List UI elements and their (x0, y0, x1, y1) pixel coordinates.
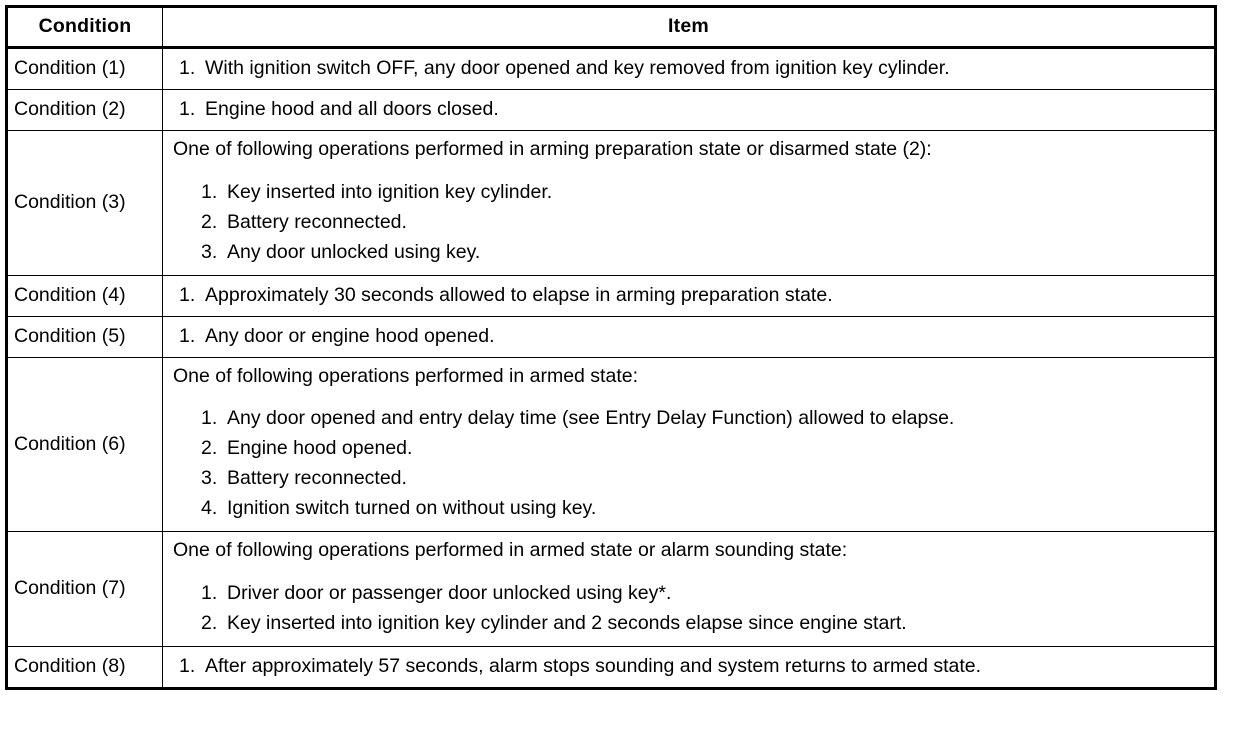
list-item: 4. Ignition switch turned on without usin… (171, 493, 1214, 523)
item-text: Any door or engine hood opened. (205, 324, 495, 347)
item-step-list: 1. Key inserted into ignition key cylinde… (171, 160, 1214, 275)
item-text: Engine hood opened. (227, 437, 413, 459)
item-intro: One of following operations performed in… (173, 364, 639, 387)
table-row: Condition (1) 1. With ignition switch OFF… (6, 47, 1216, 90)
table-row: Condition (4) 1. Approximately 30 seconds… (6, 274, 1216, 317)
item-line: 1. With ignition switch OFF, any door ope… (171, 59, 1214, 79)
item-step-list: 1. Any door opened and entry delay time (… (171, 386, 1214, 531)
item-number: 1. (179, 324, 196, 347)
list-item: 2. Battery reconnected. (171, 207, 1214, 237)
column-header-condition: Condition (6, 6, 163, 49)
item-content: 1. With ignition switch OFF, any door ope… (162, 47, 1216, 90)
condition-label: Condition (3) (6, 130, 163, 276)
condition-label: Condition (1) (6, 47, 163, 90)
item-line: 1. After approximately 57 seconds, alarm … (171, 654, 1214, 677)
table-header: Condition Item (6, 6, 1216, 49)
item-number: 3. (201, 467, 218, 489)
table-row: Condition (8) 1. After approximately 57 s… (6, 645, 1216, 689)
list-item: 3. Any door unlocked using key. (171, 237, 1214, 267)
list-item: 1. Key inserted into ignition key cylinde… (171, 177, 1214, 207)
condition-label: Condition (5) (6, 315, 163, 358)
table-row: Condition (3) One of following operation… (6, 130, 1216, 276)
item-line: 1. Approximately 30 seconds allowed to el… (171, 283, 1214, 306)
item-content: 1. After approximately 57 seconds, alarm … (162, 645, 1216, 689)
item-content: 1. Engine hood and all doors closed. (162, 89, 1216, 131)
item-number: 1. (179, 98, 196, 121)
list-item: 2. Key inserted into ignition key cylinde… (171, 608, 1214, 638)
condition-label: Condition (8) (6, 645, 163, 689)
item-number: 1. (179, 283, 196, 306)
item-content: One of following operations performed in… (162, 130, 1216, 276)
item-intro: One of following operations performed in… (173, 138, 932, 160)
table-row: Condition (2) 1. Engine hood and all door… (6, 89, 1216, 131)
condition-label: Condition (4) (6, 274, 163, 317)
item-content: 1. Any door or engine hood opened. (162, 315, 1216, 358)
item-text: Engine hood and all doors closed. (205, 98, 499, 121)
item-text: Battery reconnected. (227, 210, 407, 233)
item-step-list: 1. Driver door or passenger door unlocked… (171, 561, 1214, 646)
list-item: 2. Engine hood opened. (171, 433, 1214, 463)
item-content: One of following operations performed in… (162, 356, 1216, 532)
table-row: Condition (5) 1. Any door or engine hood … (6, 315, 1216, 358)
table-body: Condition (1) 1. With ignition switch OFF… (6, 47, 1216, 689)
conditions-table: Condition Item Condition (1) 1. With igni… (5, 5, 1217, 690)
item-text: Any door opened and entry delay time (se… (227, 407, 955, 429)
item-text: With ignition switch OFF, any door opene… (205, 57, 950, 80)
item-number: 1. (179, 654, 196, 677)
item-line: 1. Engine hood and all doors closed. (171, 100, 1214, 120)
item-text: Key inserted into ignition key cylinder … (227, 611, 907, 634)
item-number: 1. (201, 581, 218, 604)
column-header-item: Item (162, 6, 1216, 49)
item-number: 2. (201, 611, 218, 634)
item-number: 2. (201, 210, 218, 233)
list-item: 1. Any door opened and entry delay time (… (171, 403, 1214, 433)
item-text: Ignition switch turned on without using … (227, 497, 597, 519)
condition-label: Condition (7) (6, 531, 163, 647)
list-item: 1. Driver door or passenger door unlocked… (171, 578, 1214, 608)
header-row: Condition Item (6, 6, 1216, 49)
table-row: Condition (7) One of following operation… (6, 531, 1216, 647)
list-item: 3. Battery reconnected. (171, 463, 1214, 493)
item-number: 1. (179, 57, 196, 80)
item-content: 1. Approximately 30 seconds allowed to el… (162, 274, 1216, 317)
item-number: 3. (201, 240, 218, 263)
item-text: Approximately 30 seconds allowed to elap… (205, 283, 833, 306)
item-text: Driver door or passenger door unlocked u… (227, 581, 672, 604)
condition-label: Condition (2) (6, 89, 163, 131)
item-number: 2. (201, 437, 218, 459)
item-text: Key inserted into ignition key cylinder. (227, 180, 553, 203)
item-text: After approximately 57 seconds, alarm st… (205, 654, 982, 677)
item-text: Battery reconnected. (227, 467, 407, 489)
condition-label: Condition (6) (6, 356, 163, 532)
item-intro: One of following operations performed in… (173, 539, 848, 561)
item-content: One of following operations performed in… (162, 531, 1216, 647)
item-number: 1. (201, 407, 218, 429)
item-text: Any door unlocked using key. (227, 240, 481, 263)
item-line: 1. Any door or engine hood opened. (171, 324, 1214, 347)
table-row: Condition (6) One of following operation… (6, 356, 1216, 532)
item-number: 1. (201, 180, 218, 203)
item-number: 4. (201, 497, 218, 519)
